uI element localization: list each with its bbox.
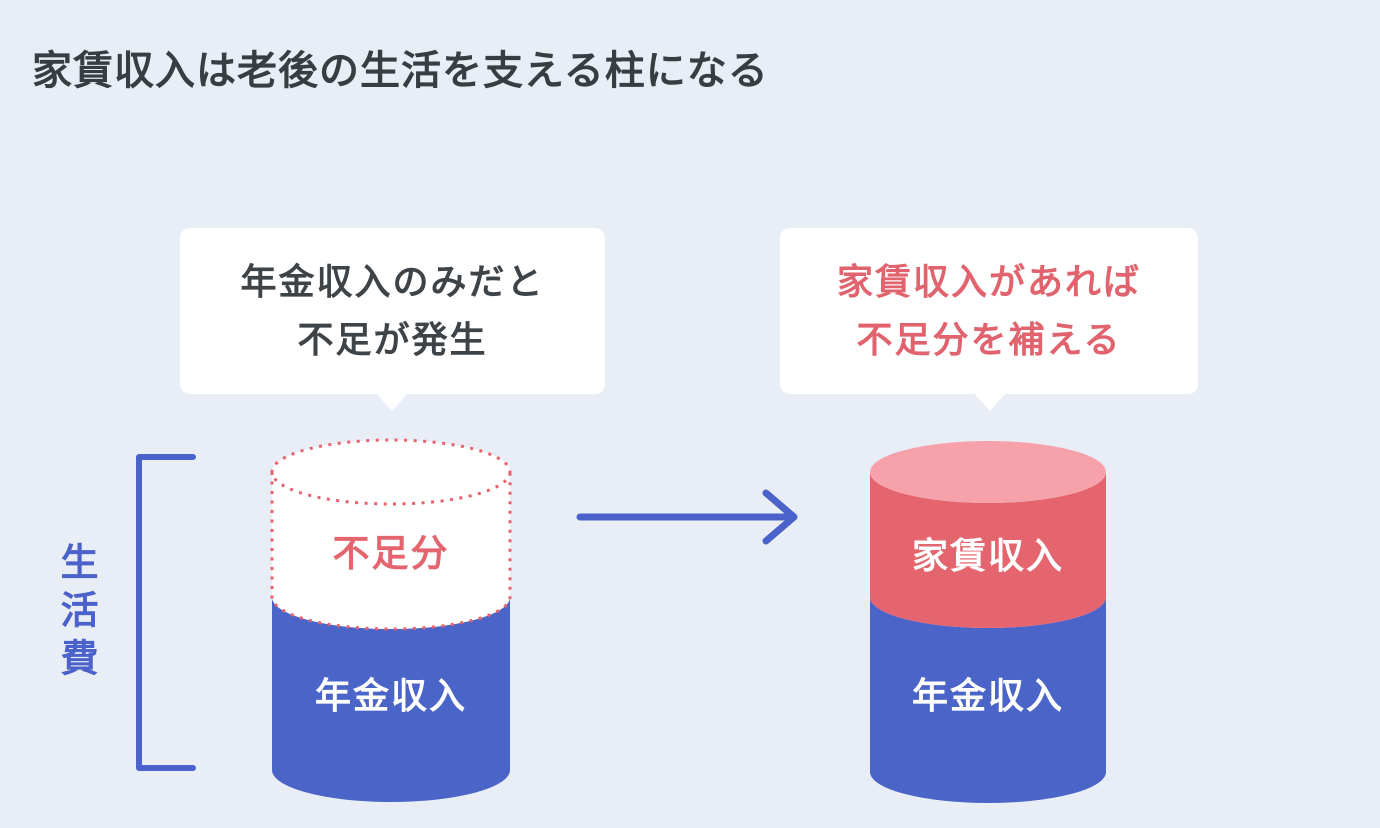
right-cylinder-rent-segment: [870, 472, 1106, 628]
living-expenses-label: 生活費: [54, 542, 96, 686]
left-pension-label: 年金収入: [315, 675, 467, 716]
left-cylinder-shortfall-segment: [272, 440, 510, 629]
left-cylinder-pension-segment: [272, 597, 510, 802]
right-cylinder-pension-segment: [870, 597, 1106, 803]
callout-rental-income-line1: 家賃収入があれば: [836, 261, 1141, 303]
callout-rental-income: 家賃収入があれば 不足分を補える: [780, 228, 1198, 411]
right-pension-label: 年金収入: [912, 675, 1064, 716]
shortfall-dotted-top-ellipse: [270, 438, 512, 506]
living-expenses-bracket: [136, 454, 196, 771]
rent-income-label: 家賃収入: [912, 535, 1064, 576]
right-arrow-icon: [576, 489, 798, 545]
callout-tail-down-icon: [375, 392, 409, 411]
page-title: 家賃収入は老後の生活を支える柱になる: [32, 49, 769, 93]
shortfall-label: 不足分: [333, 533, 450, 574]
right-cylinder-top-face: [870, 441, 1106, 503]
callout-pension-only-line2: 不足が発生: [297, 319, 488, 360]
shortfall-dotted-outline: [270, 472, 512, 631]
callout-pension-only-line1: 年金収入のみだと: [240, 261, 545, 303]
callout-tail-down-icon: [973, 392, 1007, 411]
callout-rental-income-line2: 不足分を補える: [856, 319, 1122, 360]
callout-pension-only: 年金収入のみだと 不足が発生: [180, 228, 605, 411]
